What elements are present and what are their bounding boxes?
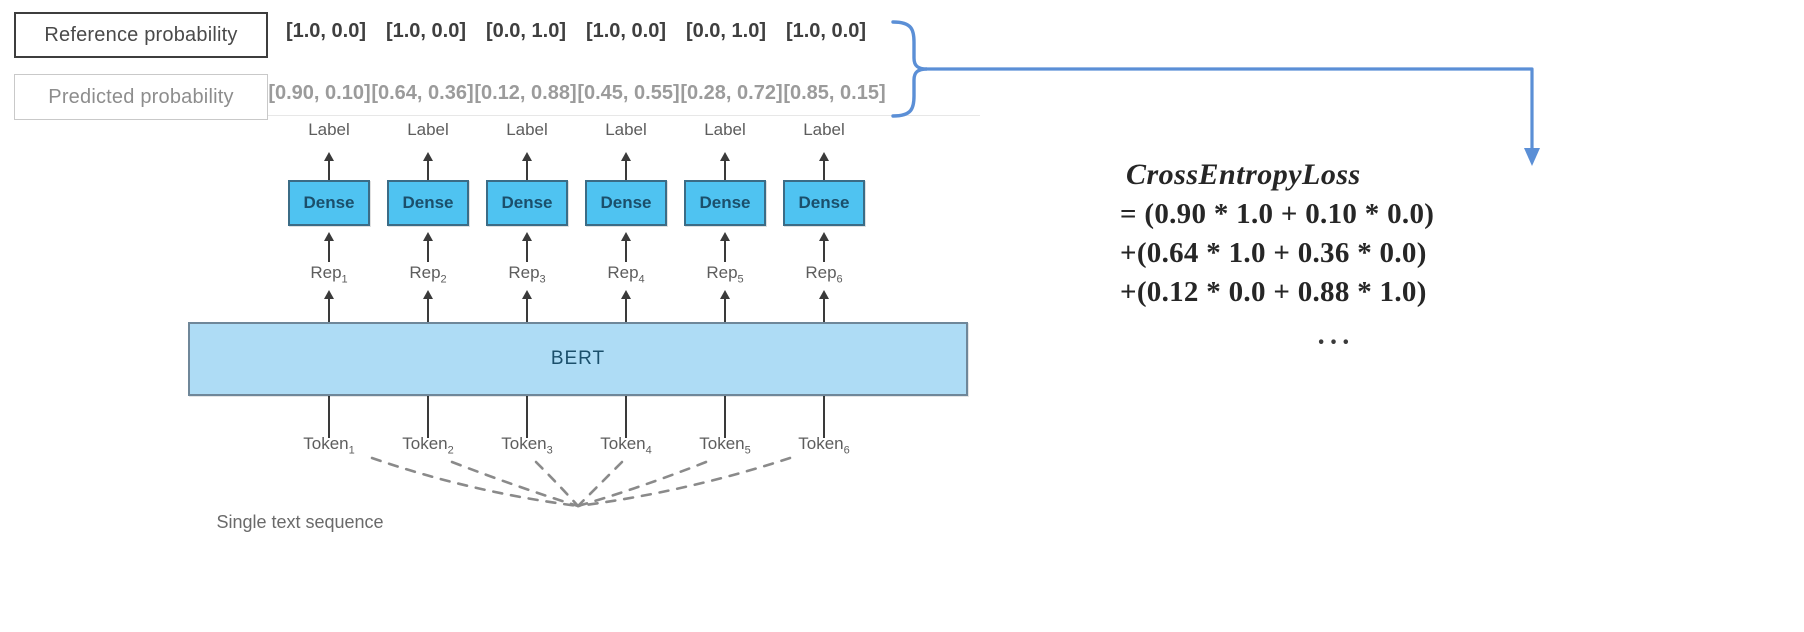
arrow-shaft-dense-1 (328, 240, 330, 262)
representation-label-4: Rep4 (607, 263, 645, 286)
dense-layer-1: Dense (288, 180, 370, 226)
arrow-head-dense-5 (720, 232, 730, 241)
predicted-probability-values: [0.90, 0.10] [0.64, 0.36] [0.12, 0.88] [… (268, 82, 886, 105)
bert-encoder-block: BERT (188, 322, 968, 396)
representation-label-5: Rep5 (706, 263, 744, 286)
arrow-shaft-label-6 (823, 160, 825, 184)
token-sequence-fan-lines (370, 456, 792, 508)
arrow-head-rep-2 (423, 290, 433, 299)
divider-rule (268, 115, 980, 116)
reference-probability-values: [1.0, 0.0] [1.0, 0.0] [0.0, 1.0] [1.0, 0… (276, 20, 876, 43)
predicted-probability-label: Predicted probability (48, 85, 234, 108)
arrow-shaft-dense-2 (427, 240, 429, 262)
arrow-head-rep-1 (324, 290, 334, 299)
arrow-head-label-4 (621, 152, 631, 161)
representation-label-6: Rep6 (805, 263, 843, 286)
arrow-head-label-1 (324, 152, 334, 161)
arrow-shaft-dense-6 (823, 240, 825, 262)
output-label-4: Label (605, 120, 647, 139)
arrow-head-rep-4 (621, 290, 631, 299)
representation-label-2: Rep2 (409, 263, 447, 286)
token-label-3: Token3 (501, 434, 553, 457)
equation-line: = (0.90 * 1.0 + 0.10 * 0.0) (1120, 198, 1435, 230)
equation-title: CrossEntropyLoss (1126, 158, 1361, 191)
arrow-shaft-label-4 (625, 160, 627, 184)
output-label-3: Label (506, 120, 548, 139)
arrow-head-dense-6 (819, 232, 829, 241)
arrow-head-label-5 (720, 152, 730, 161)
arrow-shaft-dense-4 (625, 240, 627, 262)
representation-label-3: Rep3 (508, 263, 546, 286)
token-label-2: Token2 (402, 434, 454, 457)
token-connector-5 (724, 396, 726, 438)
dense-layer-4: Dense (585, 180, 667, 226)
token-connector-4 (625, 396, 627, 438)
sequence-caption: Single text sequence (0, 512, 1804, 533)
cross-entropy-loss-equation: CrossEntropyLoss = (0.90 * 1.0 + 0.10 * … (1120, 158, 1680, 359)
arrow-head-rep-3 (522, 290, 532, 299)
arrow-head-label-3 (522, 152, 532, 161)
reference-probability-value: [1.0, 0.0] (385, 20, 467, 42)
token-connector-6 (823, 396, 825, 438)
arrow-shaft-rep-1 (328, 298, 330, 324)
arrow-head-rep-6 (819, 290, 829, 299)
arrow-shaft-rep-3 (526, 298, 528, 324)
arrow-head-label-2 (423, 152, 433, 161)
sequence-caption-text: Single text sequence (216, 512, 384, 532)
arrow-head-rep-5 (720, 290, 730, 299)
arrow-shaft-rep-6 (823, 298, 825, 324)
token-connector-1 (328, 396, 330, 438)
arrow-head-dense-2 (423, 232, 433, 241)
predicted-probability-value: [0.85, 0.15] (783, 82, 886, 104)
equation-line: +(0.64 * 1.0 + 0.36 * 0.0) (1120, 237, 1427, 269)
dense-layer-2: Dense (387, 180, 469, 226)
predicted-probability-value: [0.12, 0.88] (474, 82, 577, 104)
arrow-shaft-rep-2 (427, 298, 429, 324)
arrow-shaft-rep-4 (625, 298, 627, 324)
representation-label-1: Rep1 (310, 263, 348, 286)
token-label-1: Token1 (303, 434, 355, 457)
output-label-5: Label (704, 120, 746, 139)
output-label-2: Label (407, 120, 449, 139)
arrow-head-label-6 (819, 152, 829, 161)
arrow-shaft-label-3 (526, 160, 528, 184)
arrow-shaft-dense-3 (526, 240, 528, 262)
token-connector-3 (526, 396, 528, 438)
dense-layer-3: Dense (486, 180, 568, 226)
output-label-1: Label (308, 120, 350, 139)
token-connector-2 (427, 396, 429, 438)
reference-probability-label-box: Reference probability (14, 12, 268, 58)
bert-label: BERT (550, 348, 606, 369)
reference-probability-value: [1.0, 0.0] (585, 20, 667, 42)
arrow-shaft-label-1 (328, 160, 330, 184)
token-label-5: Token5 (699, 434, 751, 457)
reference-probability-value: [1.0, 0.0] (785, 20, 867, 42)
predicted-probability-value: [0.64, 0.36] (371, 82, 474, 104)
reference-probability-value: [0.0, 1.0] (485, 20, 567, 42)
reference-probability-value: [0.0, 1.0] (685, 20, 767, 42)
grouping-brace-icon (891, 20, 928, 118)
predicted-probability-value: [0.45, 0.55] (577, 82, 680, 104)
arrow-shaft-label-2 (427, 160, 429, 184)
arrow-shaft-dense-5 (724, 240, 726, 262)
arrow-shaft-rep-5 (724, 298, 726, 324)
loss-connector-arrow-icon (925, 67, 1540, 166)
predicted-probability-value: [0.90, 0.10] (268, 82, 371, 104)
token-label-4: Token4 (600, 434, 652, 457)
token-label-6: Token6 (798, 434, 850, 457)
equation-ellipsis: ··· (1316, 327, 1354, 358)
predicted-probability-value: [0.28, 0.72] (680, 82, 783, 104)
equation-line: +(0.12 * 0.0 + 0.88 * 1.0) (1120, 276, 1427, 308)
arrow-head-dense-3 (522, 232, 532, 241)
arrow-head-dense-1 (324, 232, 334, 241)
reference-probability-value: [1.0, 0.0] (285, 20, 367, 42)
predicted-probability-label-box: Predicted probability (14, 74, 268, 120)
output-label-6: Label (803, 120, 845, 139)
dense-layer-5: Dense (684, 180, 766, 226)
arrow-head-dense-4 (621, 232, 631, 241)
dense-layer-6: Dense (783, 180, 865, 226)
arrow-shaft-label-5 (724, 160, 726, 184)
reference-probability-label: Reference probability (44, 23, 238, 46)
